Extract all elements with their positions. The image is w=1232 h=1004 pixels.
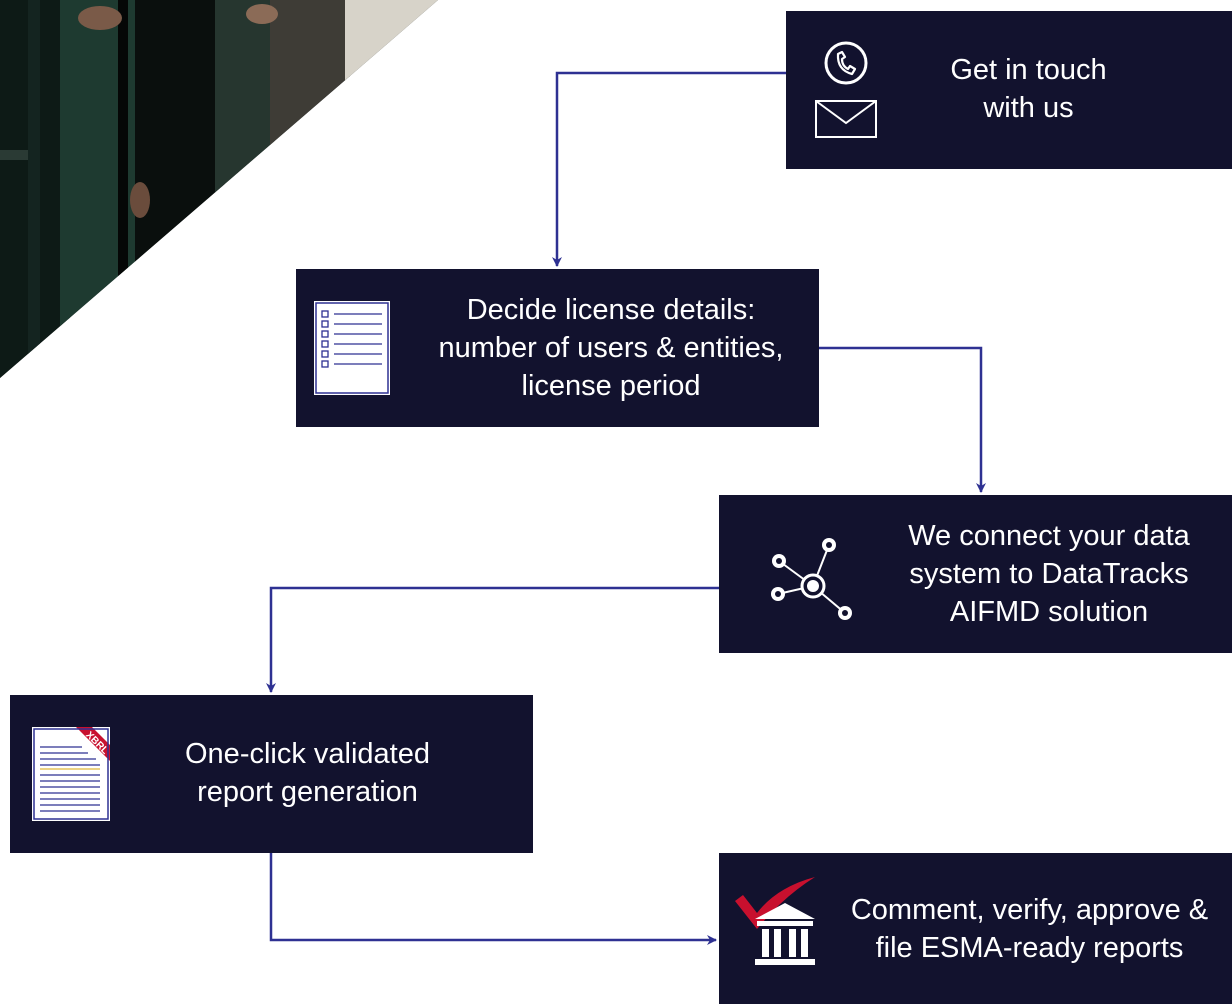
step-get-in-touch: Get in touch with us bbox=[786, 11, 1232, 169]
arrow-step1-to-step2 bbox=[552, 71, 786, 267]
network-nodes-icon bbox=[771, 538, 852, 620]
checklist-document-icon bbox=[314, 301, 390, 395]
envelope-icon bbox=[815, 100, 877, 138]
bank-building-icon bbox=[755, 903, 815, 965]
step-2-line-1: Decide license details: bbox=[466, 294, 756, 326]
step-4-label: One-click validated report generation bbox=[150, 735, 465, 811]
step-5-label: Comment, verify, approve & file ESMA-rea… bbox=[837, 891, 1222, 967]
step-1-line-2: with us bbox=[983, 92, 1074, 124]
step-5-line-2: file ESMA-ready reports bbox=[875, 932, 1184, 964]
corner-photo bbox=[0, 0, 438, 378]
step-3-line-2: system to DataTracks bbox=[909, 558, 1189, 590]
phone-icon bbox=[824, 41, 868, 85]
xbrl-document-icon: XBRL bbox=[32, 727, 110, 821]
step-3-label: We connect your data system to DataTrack… bbox=[879, 517, 1219, 631]
step-1-label: Get in touch with us bbox=[901, 51, 1156, 127]
step-4-line-2: report generation bbox=[197, 776, 418, 808]
step-1-line-1: Get in touch bbox=[950, 54, 1107, 86]
step-report-generation: XBRL One-click validated report generati… bbox=[10, 695, 533, 853]
step-2-line-3: license period bbox=[521, 370, 701, 402]
step-license-details: Decide license details: number of users … bbox=[296, 269, 819, 427]
step-connect-data: We connect your data system to DataTrack… bbox=[719, 495, 1232, 653]
step-5-line-1: Comment, verify, approve & bbox=[850, 894, 1209, 926]
step-file-reports: Comment, verify, approve & file ESMA-rea… bbox=[719, 853, 1232, 1004]
arrow-step2-to-step3 bbox=[819, 346, 986, 493]
step-3-line-3: AIFMD solution bbox=[949, 596, 1149, 628]
step-3-line-1: We connect your data bbox=[908, 520, 1190, 552]
arrow-step4-to-step5 bbox=[269, 853, 717, 945]
step-2-label: Decide license details: number of users … bbox=[416, 291, 806, 405]
checkmark-icon bbox=[735, 877, 815, 929]
arrow-step3-to-step4 bbox=[266, 586, 729, 693]
step-2-line-2: number of users & entities, bbox=[438, 332, 784, 364]
step-4-line-1: One-click validated bbox=[185, 738, 430, 770]
xbrl-ribbon bbox=[76, 727, 110, 761]
